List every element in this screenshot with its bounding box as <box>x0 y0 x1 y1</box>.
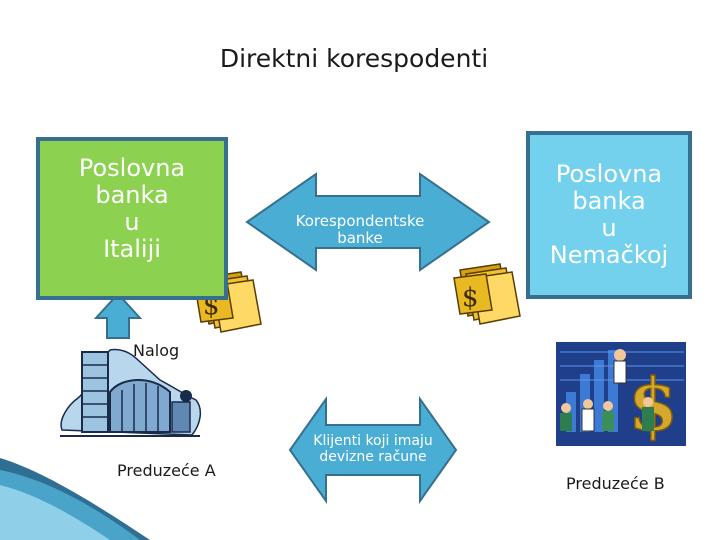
business-people-clipart-icon: $ <box>556 342 686 448</box>
corner-swoosh-icon <box>0 458 150 540</box>
bank-italy-box: Poslovna banka u Italiji <box>36 137 228 300</box>
correspondent-banks-label: Korespondentske banke <box>295 212 425 247</box>
correspondent-double-arrow <box>245 172 491 272</box>
svg-text:$: $ <box>628 362 678 447</box>
clients-accounts-label: Klijenti koji imaju devizne račune <box>313 433 433 465</box>
order-label: Nalog <box>133 341 180 360</box>
dollar-sign-right: $ <box>462 283 479 313</box>
order-up-arrow <box>93 292 143 339</box>
bank-germany-box: Poslovna banka u Nemačkoj <box>526 131 692 299</box>
factory-clipart-icon <box>60 348 202 437</box>
company-b-label: Preduzeće B <box>566 474 665 493</box>
diagram-title: Direktni korespodenti <box>219 44 489 73</box>
company-a-label: Preduzeće A <box>117 461 216 480</box>
money-stack-icon: $ <box>453 263 521 325</box>
clients-double-arrow <box>288 395 458 505</box>
